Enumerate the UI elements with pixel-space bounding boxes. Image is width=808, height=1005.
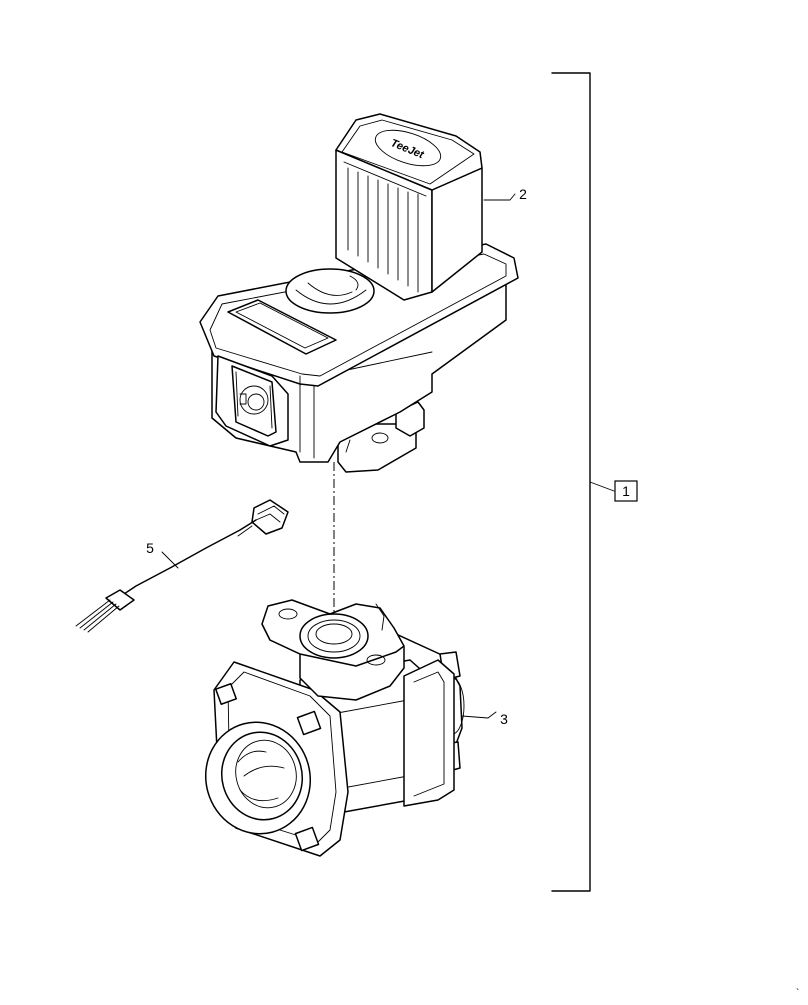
actuator: TeeJet	[199, 113, 519, 473]
callout-3-label: 3	[500, 711, 508, 727]
assembly-bracket	[551, 72, 615, 892]
callout-2-label: 2	[519, 186, 527, 202]
corner-mark: `	[796, 987, 799, 999]
callout-1-label: 1	[622, 483, 630, 499]
wire-harness	[75, 499, 289, 633]
callout-1[interactable]: 1	[614, 480, 638, 502]
callout-3[interactable]: 3	[461, 711, 508, 727]
callout-5[interactable]: 5	[146, 540, 179, 569]
callout-5-label: 5	[146, 540, 154, 556]
valve-body	[204, 599, 465, 857]
callout-2[interactable]: 2	[483, 186, 527, 202]
